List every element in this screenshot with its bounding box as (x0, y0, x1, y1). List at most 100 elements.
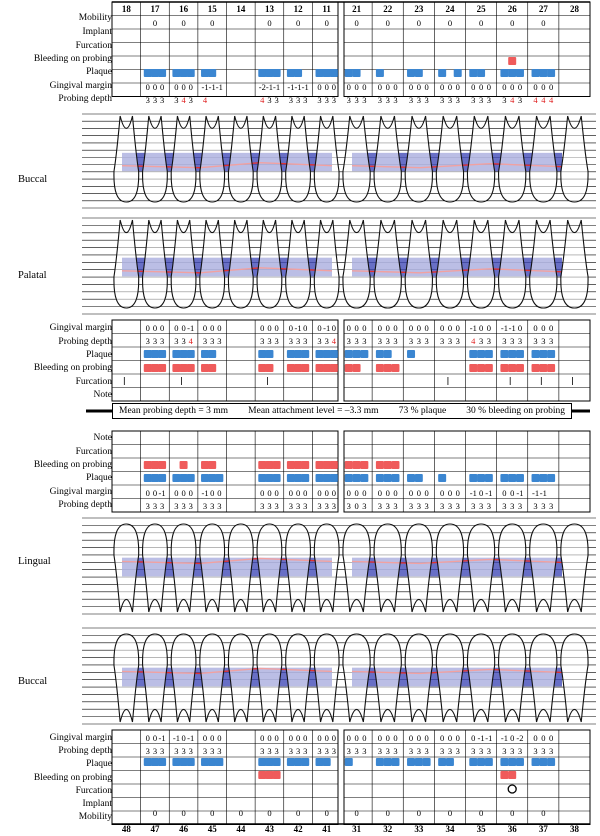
label-implant-upper: Implant (82, 27, 112, 37)
probing-depth-value: 3 (541, 336, 545, 346)
summary-plaque: 73 % plaque (398, 406, 447, 416)
plaque-square (329, 69, 338, 77)
gingival-margin-value: -1 (295, 323, 302, 333)
plaque-square (500, 758, 509, 766)
gingival-margin-value: 0 (533, 82, 537, 92)
lower-buccal-tooth (256, 633, 283, 723)
lower-lingual-tooth (498, 523, 527, 613)
mobility-value-lower: 0 (448, 808, 452, 818)
lower-buccal-tooth (142, 633, 168, 723)
plaque-square (539, 69, 548, 77)
gingival-margin-value: 0 (146, 488, 150, 498)
probing-depth-value: 3 (409, 336, 413, 346)
bleeding-square (531, 364, 540, 372)
plaque-square (453, 69, 462, 77)
probing-depth-value: 3 (409, 501, 413, 511)
plaque-square (375, 69, 384, 77)
bleeding-square (508, 771, 517, 779)
label-implant-lower: Implant (82, 799, 112, 809)
probing-depth-value: 3 (181, 501, 185, 511)
gingival-margin-value: 0 (210, 733, 214, 743)
bleeding-square (265, 364, 274, 372)
gingival-margin-value: 0 (510, 82, 514, 92)
gingival-margin-value: 0 (181, 733, 185, 743)
gingival-margin-value: 0 (260, 733, 264, 743)
plaque-square (508, 350, 517, 358)
gingival-margin-value: -1 (470, 488, 477, 498)
gingival-margin-value: -1 (209, 82, 216, 92)
plaque-square (484, 758, 493, 766)
gingival-margin-value: 0 (174, 323, 178, 333)
probing-depth-value: 3 (347, 336, 351, 346)
probing-depth-value: 3 (325, 746, 329, 756)
probing-depth-value: 3 (296, 501, 300, 511)
probing-depth-value: 3 (146, 746, 150, 756)
probing-depth-value: 3 (203, 501, 207, 511)
gingival-margin-value: 0 (174, 82, 178, 92)
probing-depth-value: 3 (296, 746, 300, 756)
gingival-margin-value: -1 (273, 82, 280, 92)
label-lower-buccal: Buccal (18, 676, 48, 687)
mobility-value-lower: 0 (153, 808, 157, 818)
probing-depth-value: 3 (325, 501, 329, 511)
gingival-margin-value: 0 (541, 323, 545, 333)
gingival-margin-value: 0 (325, 82, 329, 92)
tooth-number-upper: 16 (179, 4, 189, 14)
upper-palatal-teeth (82, 217, 596, 315)
probing-depth-value: 3 (354, 746, 358, 756)
gingival-margin-value: 0 (189, 82, 193, 92)
probing-depth-value: 3 (424, 95, 428, 105)
probing-depth-value: 3 (153, 746, 157, 756)
upper-palatal-tooth (435, 219, 465, 309)
summary-bleeding: 30 % bleeding on probing (466, 406, 565, 416)
gingival-margin-value: 0 (332, 488, 336, 498)
probing-depth-value: 3 (267, 501, 271, 511)
label-furcation-lower: Furcation (75, 786, 112, 796)
plaque-square (315, 474, 324, 482)
plaque-square (329, 474, 338, 482)
gingival-margin-value: 0 (274, 488, 278, 498)
gingival-margin-value: 0 (267, 733, 271, 743)
plaque-square (344, 474, 353, 482)
bleeding-square (515, 364, 524, 372)
mobility-value-upper: 0 (510, 18, 514, 28)
gingival-margin-value: 0 (146, 82, 150, 92)
label-furcation-upper: Furcation (75, 41, 112, 51)
lower-lingual-tooth (435, 523, 465, 613)
plaque-square (547, 474, 556, 482)
tooth-number-lower: 46 (179, 824, 189, 834)
mobility-value-lower: 0 (386, 808, 390, 818)
bleeding-square (172, 364, 181, 372)
probing-depth-value: 3 (518, 501, 522, 511)
bleeding-square (508, 57, 517, 65)
plaque-square (158, 758, 167, 766)
gingival-margin-value: 0 (417, 323, 421, 333)
probing-depth-value: 3 (448, 336, 452, 346)
upper-buccal-tooth (373, 115, 402, 203)
lower-lingual-tooth (466, 523, 496, 613)
gingival-margin-value: 0 (153, 733, 157, 743)
gingival-margin-value: 0 (274, 733, 278, 743)
bleeding-square (539, 364, 548, 372)
gingival-margin-value: -1 (187, 733, 194, 743)
probing-depth-value: 3 (146, 336, 150, 346)
plaque-square (329, 350, 338, 358)
plaque-square (143, 474, 152, 482)
upper-buccal-tooth (227, 115, 254, 203)
probing-depth-value: 3 (456, 501, 460, 511)
gingival-margin-value: 0 (448, 323, 452, 333)
probing-depth-value: 3 (274, 336, 278, 346)
bleeding-square (208, 461, 217, 469)
bleeding-square (265, 771, 274, 779)
plaque-square (477, 350, 486, 358)
probing-depth-value: 4 (549, 95, 554, 105)
gingival-margin-value: 0 (289, 733, 293, 743)
probing-depth-value: 4 (471, 336, 476, 346)
label-gm-upper: Gingival margin (49, 81, 112, 91)
probing-depth-value: 3 (347, 95, 351, 105)
probing-depth-value: 3 (181, 746, 185, 756)
gingival-margin-value: -1 (216, 82, 223, 92)
mobility-value-lower: 0 (181, 808, 185, 818)
upper-buccal-tooth (313, 115, 340, 203)
lower-lingual-tooth (313, 523, 340, 613)
